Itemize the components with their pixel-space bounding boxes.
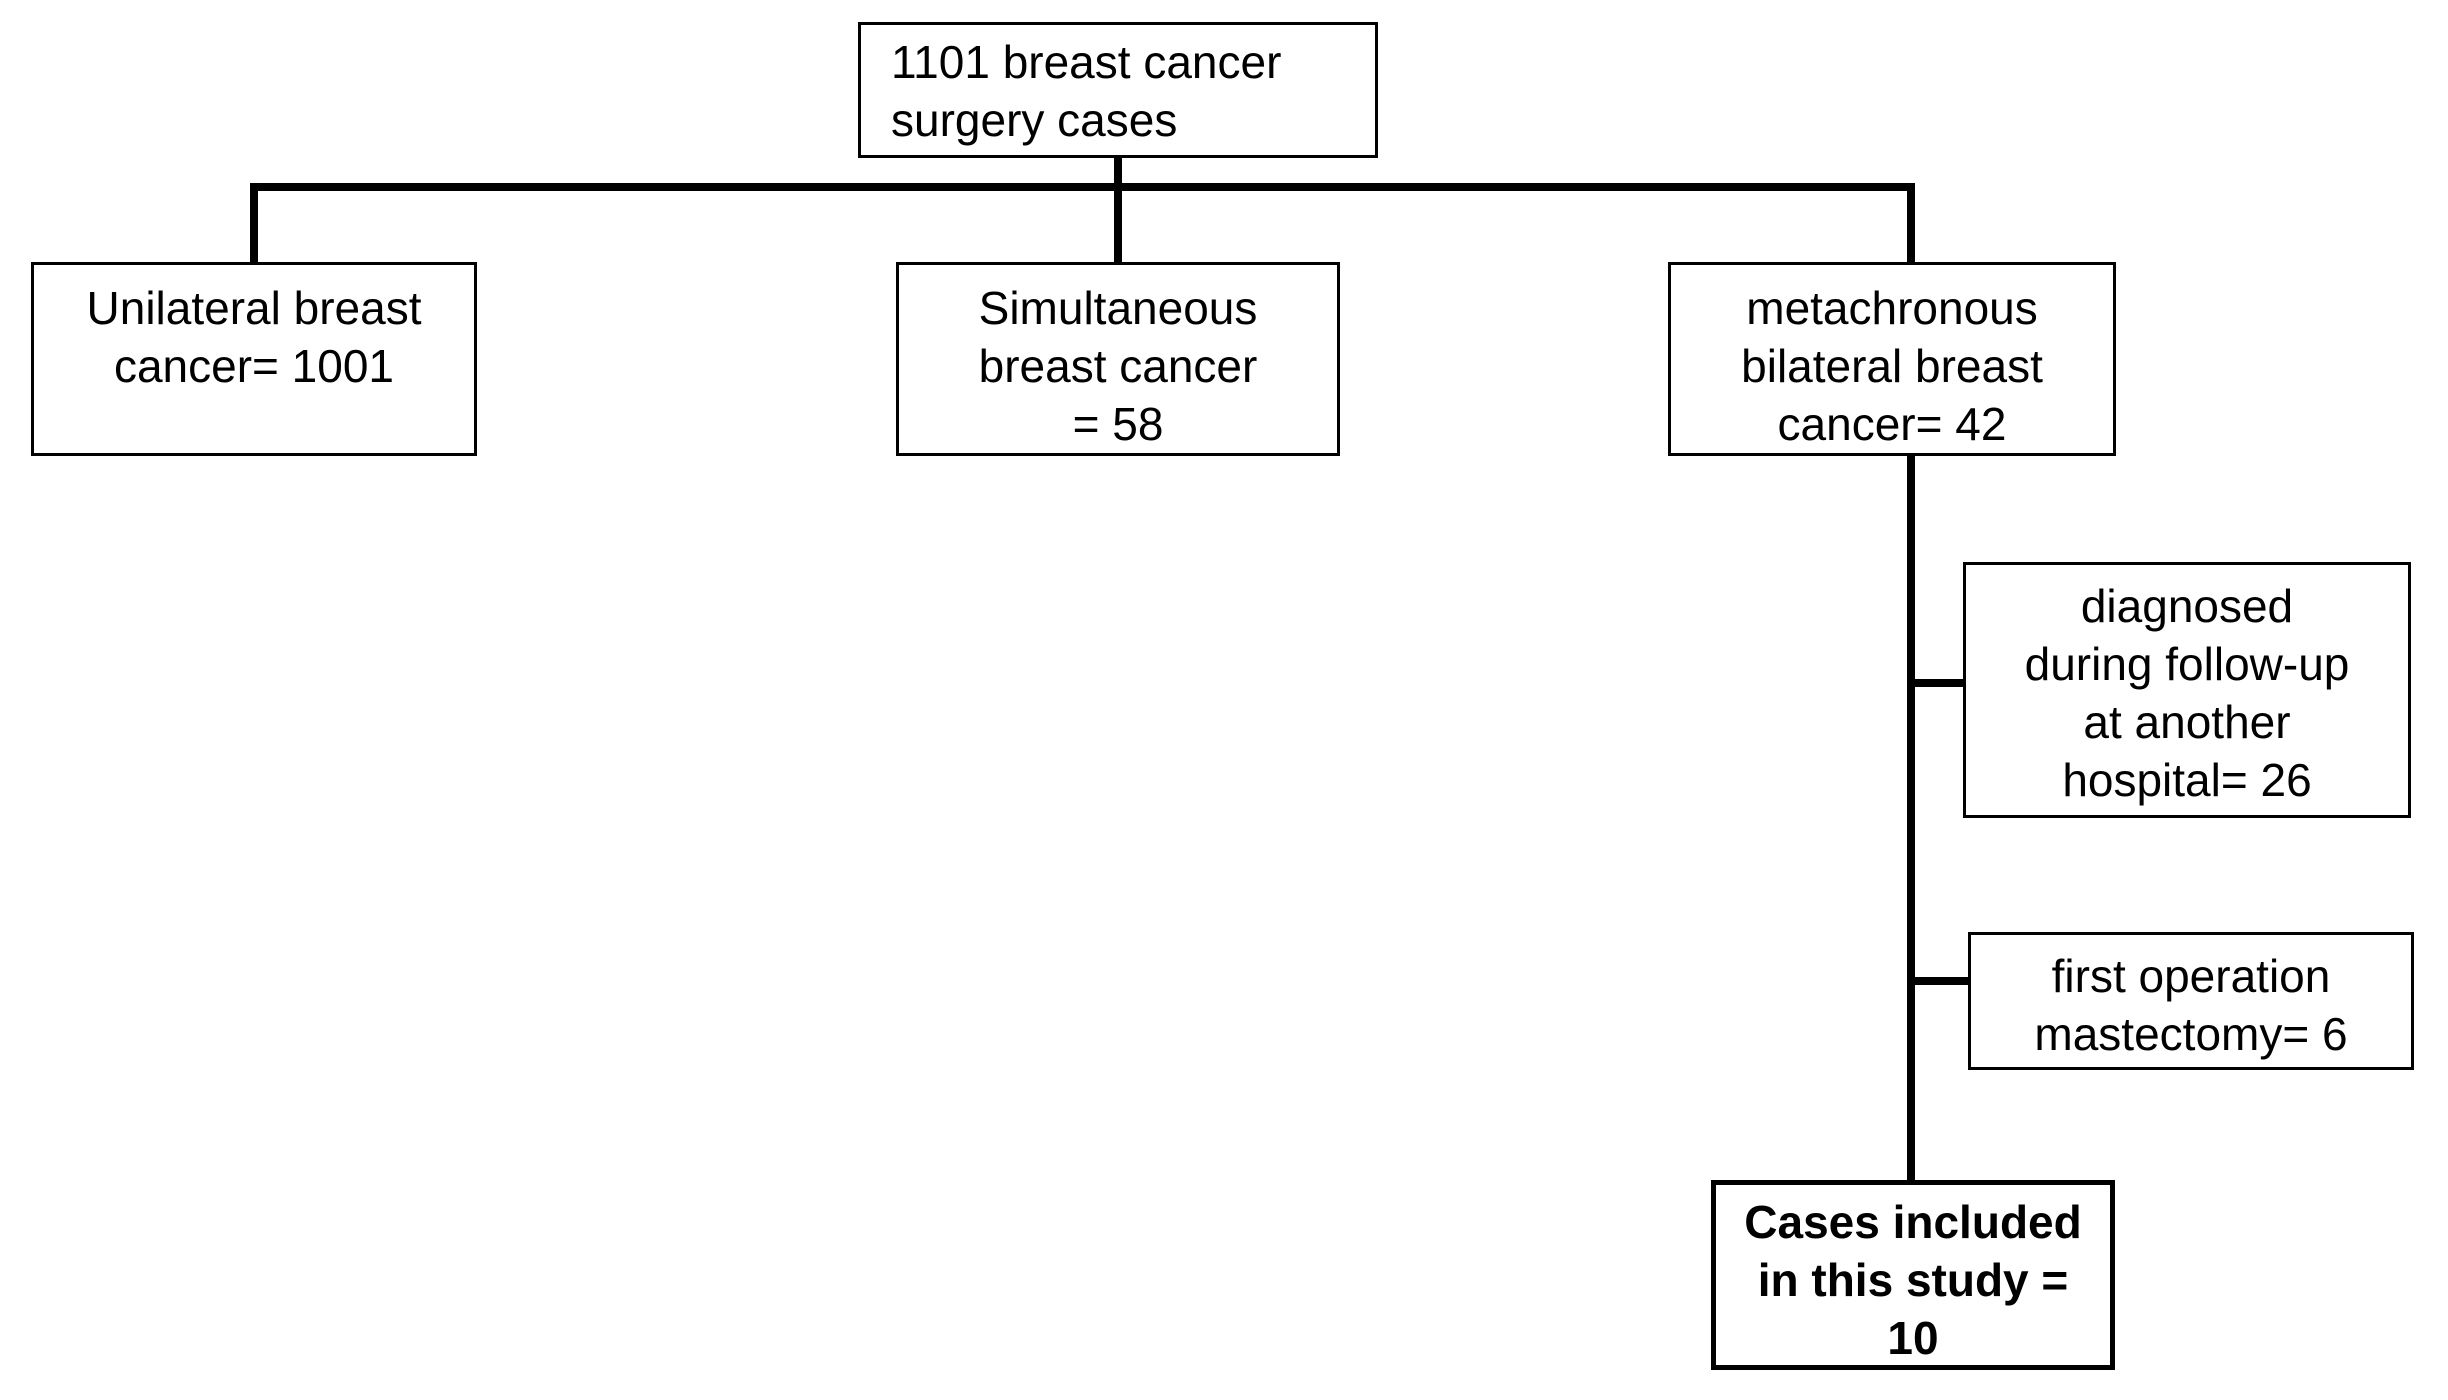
connector-stub-mastectomy xyxy=(1907,977,1973,985)
node-text-line: hospital= 26 xyxy=(2062,754,2312,806)
node-text-line: in this study = xyxy=(1757,1254,2069,1306)
node-unilateral-breast-cancer: Unilateral breast cancer= 1001 xyxy=(31,262,477,456)
node-text-line: mastectomy= 6 xyxy=(2034,1008,2348,1060)
node-text-line: surgery cases xyxy=(891,94,1178,146)
node-text-line: bilateral breast xyxy=(1741,340,2043,392)
node-text-line: Simultaneous xyxy=(978,282,1258,334)
node-text-line: during follow-up xyxy=(2024,638,2350,690)
connector-drop-simultaneous xyxy=(1114,183,1122,265)
connector-drop-unilateral xyxy=(250,183,258,265)
connector-drop-metachronous xyxy=(1907,183,1915,265)
node-text-line: at another xyxy=(2083,696,2291,748)
connector-stub-followup xyxy=(1907,679,1969,687)
node-diagnosed-another-hospital: diagnosed during follow-up at another ho… xyxy=(1963,562,2411,818)
node-text-line: Cases included xyxy=(1744,1196,2082,1248)
node-text-line: metachronous xyxy=(1746,282,2038,334)
node-text-line: first operation xyxy=(2051,950,2331,1002)
connector-branch-horizontal-line xyxy=(250,183,1915,191)
node-text-line: diagnosed xyxy=(2080,580,2294,632)
connector-metachronous-vertical xyxy=(1907,456,1915,1183)
node-first-operation-mastectomy: first operation mastectomy= 6 xyxy=(1968,932,2414,1070)
node-text-line: breast cancer xyxy=(978,340,1258,392)
node-text-line: cancer= 1001 xyxy=(113,340,395,392)
node-simultaneous-breast-cancer: Simultaneous breast cancer = 58 xyxy=(896,262,1340,456)
node-text-line: = 58 xyxy=(1072,398,1164,450)
node-total-surgery-cases: 1101 breast cancer surgery cases xyxy=(858,22,1378,158)
node-text-line: 10 xyxy=(1887,1312,1939,1364)
node-text-line: 1101 breast cancer xyxy=(891,36,1282,88)
node-text-line: cancer= 42 xyxy=(1777,398,2007,450)
node-metachronous-bilateral-breast-cancer: metachronous bilateral breast cancer= 42 xyxy=(1668,262,2116,456)
connector-root-stem xyxy=(1114,158,1122,188)
node-cases-included-in-study: Cases included in this study = 10 xyxy=(1711,1180,2115,1370)
node-text-line: Unilateral breast xyxy=(86,282,422,334)
